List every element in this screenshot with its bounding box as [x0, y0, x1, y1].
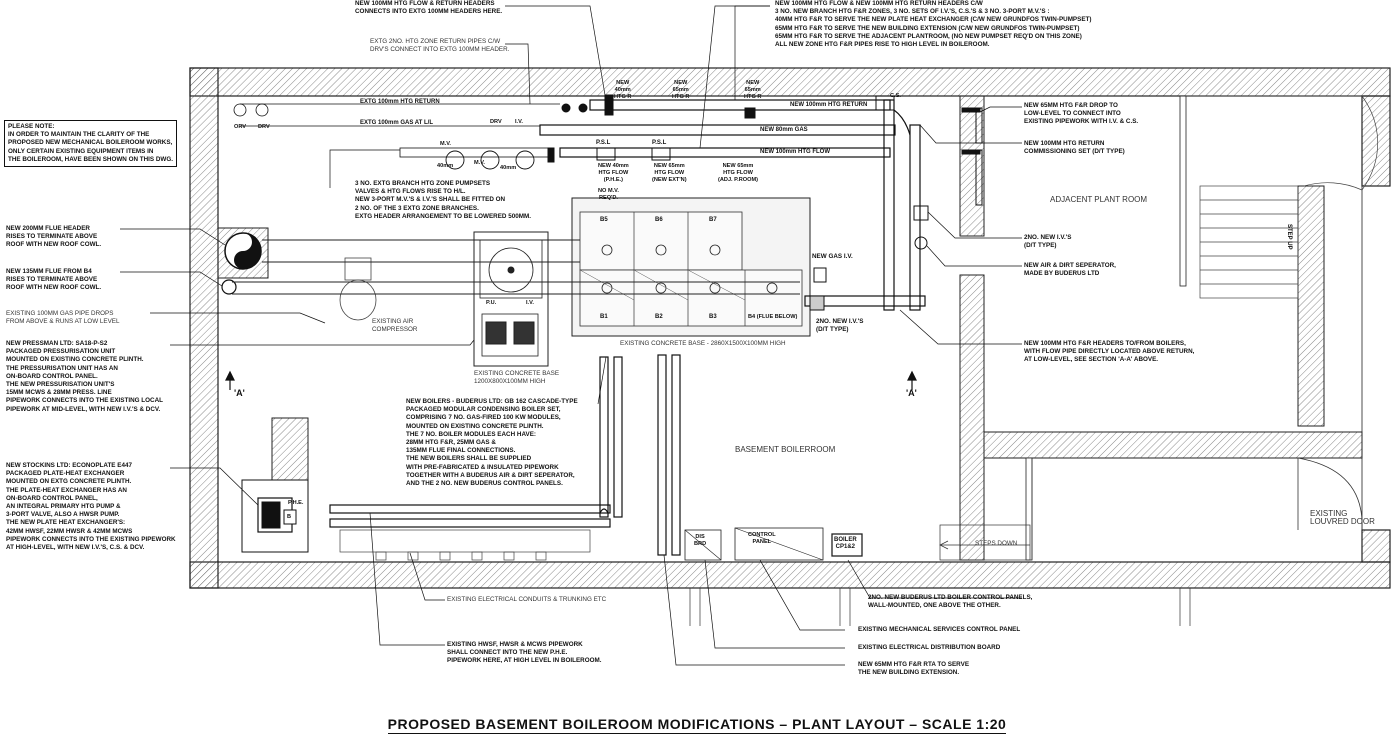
steps-down-arrow [939, 524, 1031, 561]
adjacent-stairs [1186, 95, 1379, 299]
inner-room-boundary [217, 95, 1363, 563]
room-adjacent-plant: ADJACENT PLANT ROOM [1050, 195, 1148, 204]
note-elec-conduits: EXISTING ELECTRICAL CONDUITS & TRUNKING … [447, 596, 607, 603]
note-ivs-dt: 2No. NEW I.V.'s (D/T TYPE) [1024, 234, 1072, 250]
tag-flow-ext: NEW 65mm HTG FLOW (NEW EXT'N) [652, 163, 687, 183]
air-compressor [339, 257, 377, 321]
boiler-label: B7 [709, 217, 717, 223]
drawing-title-text: PROPOSED BASEMENT BOILEROOM MODIFICATION… [387, 716, 1007, 734]
pressurisation-base [473, 231, 549, 367]
vertical-pipes [329, 354, 681, 556]
note-plate-hx: NEW STOCKINS LTD: ECONOPLATE E447 PACKAG… [6, 462, 176, 552]
pipe-extg-gas: EXTG 100mm GAS AT L/L [360, 120, 434, 126]
room-basement-boilerroom: BASEMENT BOILERROOM [735, 445, 836, 454]
note-zone-pumpsets: 3 No. EXTG BRANCH HTG ZONE PUMPSETS VALV… [355, 180, 531, 220]
note-top-center: EXTG 2No. HTG ZONE RETURN PIPES C/W DRV'… [370, 38, 510, 54]
note-new-ivs-dt-small: 2No. NEW I.V.'s (D/T TYPE) [816, 318, 864, 334]
tag-cs: C.S. [890, 93, 901, 99]
tag-flow-adj: NEW 65mm HTG FLOW (ADJ. P.ROOM) [718, 163, 758, 183]
tag-boiler-box: BOILER CP1&2 [834, 537, 857, 550]
tag-flow-phe: NEW 40mm HTG FLOW (P.H.E.) [598, 163, 629, 183]
note-hwsf-pipework: EXISTING HWSF, HWSR & MCWS PIPEWORK SHAL… [447, 641, 602, 665]
tag-orv: ORV [234, 124, 247, 130]
note-boilers: NEW BOILERS - BUDERUS LTD: GB 162 CASCAD… [406, 398, 578, 488]
note-air-compressor: EXISTING AIR COMPRESSOR [372, 318, 418, 334]
tag-no-mv: NO M.V. REQ'D. [598, 188, 619, 201]
pipe-new-return: NEW 100mm HTG RETURN [790, 102, 868, 108]
tag-mv: M.V. [440, 141, 451, 147]
note-mech-panel: EXISTING MECHANICAL SERVICES CONTROL PAN… [858, 626, 1021, 633]
label-step-up: STEP UP [1286, 224, 1292, 250]
label-steps-down: STEPS DOWN [975, 540, 1018, 547]
boiler-label: B2 [655, 314, 663, 320]
louvred-door [1031, 457, 1363, 560]
tag-control-panel: CONTROL PANEL [748, 532, 776, 545]
tag-new-htg-r3: NEW 65mm HTG R [744, 80, 762, 100]
tag-iv2: I.V. [526, 300, 534, 306]
plate-heat-exchanger [241, 479, 309, 553]
note-control-panels: 2No. NEW BUDERUS LTD BOILER CONTROL PANE… [868, 594, 1033, 610]
note-elec-board: EXISTING ELECTRICAL DISTRIBUTION BOARD [858, 644, 1001, 651]
flue-pipes [232, 239, 800, 295]
note-f-r-65: NEW 65mm HTG F&R RTA TO SERVE THE NEW BU… [858, 661, 970, 677]
tag-pu: P.U. [486, 300, 497, 306]
boiler-label: B6 [655, 217, 663, 223]
control-panels [684, 527, 863, 561]
tag-iv: I.V. [515, 119, 523, 125]
tag-40mm-a: 40mm [437, 163, 454, 169]
boiler-label: B4 (FLUE BELOW) [748, 314, 798, 320]
tag-psl-2: P.S.L [652, 140, 667, 146]
tag-section-a-left: 'A' [234, 388, 245, 398]
tag-mv2: M.V. [474, 160, 485, 166]
drawing-title: PROPOSED BASEMENT BOILEROOM MODIFICATION… [0, 716, 1394, 734]
wall-legs [689, 588, 1191, 626]
note-flue-135: NEW 135mm FLUE FROM B4 RISES TO TERMINAT… [6, 268, 102, 292]
flue-header [221, 232, 262, 295]
pipe-extg-return: EXTG 100mm HTG RETURN [360, 99, 440, 105]
tag-dis-brd: DIS BRD [694, 534, 707, 547]
building-walls [189, 67, 1391, 589]
electrical-trunking [339, 529, 591, 561]
boiler-label: B5 [600, 217, 608, 223]
tag-b: B [287, 514, 292, 520]
note-concrete-base-large: EXISTING CONCRETE BASE - 2860x1500x100mm… [620, 340, 786, 347]
leader-lines [120, 5, 1022, 666]
note-right-commissioning: NEW 100mm HTG RETURN COMMISSIONING SET (… [1024, 140, 1125, 156]
room-louvred-door: EXISTING LOUVRED DOOR [1310, 509, 1375, 527]
tag-40mm-b: 40mm [500, 165, 517, 171]
tag-drv: DRV [258, 124, 270, 130]
pipe-new-gas: NEW 80mm GAS [760, 127, 808, 133]
note-new-gas-iv: NEW GAS I.V. [812, 253, 853, 260]
pipe-drv: DRV [490, 119, 502, 125]
tag-new-htg-r1: NEW 40mm HTG R [614, 80, 632, 100]
note-top-left: NEW 100mm HTG FLOW & RETURN HEADERS CONN… [355, 0, 503, 16]
tag-psl-1: P.S.L [596, 140, 611, 146]
tag-section-a-right: 'A' [906, 388, 917, 398]
boiler-label: B3 [709, 314, 717, 320]
note-flue-200: NEW 200mm FLUE HEADER RISES TO TERMINATE… [6, 225, 102, 249]
note-pressurisation: NEW PRESSMAN LTD: SA18-P-S2 PACKAGED PRE… [6, 340, 163, 413]
header-pipes [233, 94, 983, 311]
boiler-label: B1 [600, 314, 608, 320]
note-top-right: NEW 100mm HTG FLOW & NEW 100mm HTG RETUR… [775, 0, 1092, 49]
note-please-note: PLEASE NOTE: IN ORDER TO MAINTAIN THE CL… [4, 120, 178, 168]
boiler-concrete-base [571, 197, 811, 337]
tag-phe: P.H.E. [288, 500, 304, 506]
section-arrows [225, 370, 917, 390]
note-right-drop: NEW 65mm HTG F&R DROP TO LOW-LEVEL TO CO… [1024, 102, 1139, 126]
note-headers-100: NEW 100mm HTG F&R HEADERS TO/FROM BOILER… [1024, 340, 1195, 364]
pipe-new-flow: NEW 100mm HTG FLOW [760, 149, 831, 155]
note-air-dirt: NEW AIR & DIRT SEPERATOR, MADE BY BUDERU… [1024, 262, 1116, 278]
tag-new-htg-r2: NEW 65mm HTG R [672, 80, 690, 100]
note-gas-drops: EXISTING 100mm GAS PIPE DROPS FROM ABOVE… [6, 310, 120, 326]
note-concrete-base-small: EXISTING CONCRETE BASE 1200x800x100mm HI… [474, 370, 560, 386]
